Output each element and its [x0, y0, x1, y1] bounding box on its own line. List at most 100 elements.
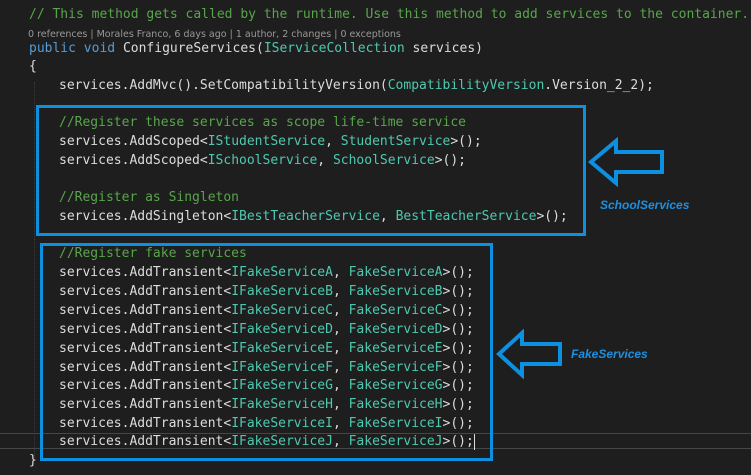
brace-close: } [29, 453, 37, 468]
text-caret [474, 434, 475, 450]
interface-type: IFakeServiceB [231, 284, 333, 299]
comment-text: //Register as Singleton [59, 190, 240, 205]
impl-type: FakeServiceF [348, 360, 443, 375]
separator: , [379, 209, 396, 224]
method-call: services.AddTransient< [59, 265, 232, 280]
code-line-addmvc: services.AddMvc().SetCompatibilityVersio… [59, 77, 654, 95]
code-line-singleton: services.AddSingleton<IBestTeacherServic… [59, 208, 568, 226]
comment-singleton: //Register as Singleton [59, 189, 239, 207]
code-line-transient-d: services.AddTransient<IFakeServiceD, Fak… [59, 321, 474, 339]
call-suffix: >(); [442, 341, 474, 356]
method-call: services.AddTransient< [59, 341, 232, 356]
call-suffix: >(); [442, 434, 474, 449]
param-name: services [412, 41, 476, 56]
separator: , [317, 153, 333, 168]
separator: , [332, 303, 349, 318]
method-call: services.AddTransient< [59, 284, 232, 299]
impl-type: FakeServiceB [348, 284, 443, 299]
impl-type: FakeServiceJ [348, 434, 443, 449]
code-line-transient-a: services.AddTransient<IFakeServiceA, Fak… [59, 264, 474, 282]
method-signature: public void ConfigureServices(IServiceCo… [29, 40, 483, 58]
method-call: services.AddTransient< [59, 360, 232, 375]
impl-type: FakeServiceI [348, 416, 443, 431]
interface-type: IFakeServiceF [231, 360, 333, 375]
interface-type: IFakeServiceI [231, 416, 333, 431]
impl-type: FakeServiceD [348, 322, 443, 337]
separator: , [332, 322, 349, 337]
interface-type: IFakeServiceC [231, 303, 333, 318]
separator: , [332, 378, 349, 393]
code-line-transient-e: services.AddTransient<IFakeServiceE, Fak… [59, 340, 474, 358]
fake-services-label: FakeServices [571, 347, 648, 361]
separator: , [332, 416, 349, 431]
interface-type: ISchoolService [207, 153, 318, 168]
keyword-public: public [29, 41, 76, 56]
method-call: services.AddScoped< [59, 153, 208, 168]
separator: , [332, 397, 349, 412]
call-suffix: >(); [442, 378, 474, 393]
separator: , [332, 360, 349, 375]
method-call: services.AddScoped< [59, 134, 208, 149]
school-services-label: SchoolServices [600, 198, 690, 212]
brace-close-line: } [29, 452, 37, 470]
call-suffix: >(); [536, 209, 568, 224]
separator: , [332, 265, 349, 280]
call-suffix: >(); [442, 360, 474, 375]
compat-type: CompatibilityVersion [387, 78, 545, 93]
brace-open: { [29, 59, 37, 74]
impl-type: FakeServiceC [348, 303, 443, 318]
impl-type: StudentService [340, 134, 451, 149]
call-suffix: >(); [450, 134, 482, 149]
keyword-void: void [83, 41, 116, 56]
code-line-transient-b: services.AddTransient<IFakeServiceB, Fak… [59, 283, 474, 301]
fake-services-box [40, 243, 493, 461]
code-line-scoped-student: services.AddScoped<IStudentService, Stud… [59, 133, 482, 151]
impl-type: BestTeacherService [395, 209, 537, 224]
code-line-transient-j[interactable]: services.AddTransient<IFakeServiceJ, Fak… [59, 433, 474, 451]
call-suffix: >(); [442, 416, 474, 431]
separator: , [325, 134, 341, 149]
interface-type: IStudentService [207, 134, 326, 149]
left-arrow-icon [496, 329, 562, 379]
call-suffix: >(); [442, 284, 474, 299]
separator: , [332, 341, 349, 356]
interface-type: IFakeServiceE [231, 341, 333, 356]
comment-text: //Register fake services [59, 246, 247, 261]
impl-type: FakeServiceG [348, 378, 443, 393]
impl-type: FakeServiceA [348, 265, 443, 280]
param-type: IServiceCollection [263, 41, 405, 56]
call-suffix: >(); [434, 153, 467, 168]
call-suffix: >(); [442, 303, 474, 318]
codelens-info[interactable]: 0 references | Morales Franco, 6 days ag… [28, 29, 401, 40]
code-line-transient-g: services.AddTransient<IFakeServiceG, Fak… [59, 377, 474, 395]
addmvc-call: services.AddMvc().SetCompatibilityVersio… [59, 78, 388, 93]
school-services-box [36, 105, 586, 236]
method-call: services.AddTransient< [59, 378, 232, 393]
comment-fake: //Register fake services [59, 245, 247, 263]
compat-version: .Version_2_2); [544, 78, 654, 93]
current-line-highlight [0, 433, 751, 449]
code-line-transient-c: services.AddTransient<IFakeServiceC, Fak… [59, 302, 474, 320]
code-line-scoped-school: services.AddScoped<ISchoolService, Schoo… [59, 152, 466, 170]
method-call: services.AddTransient< [59, 434, 232, 449]
code-line-transient-h: services.AddTransient<IFakeServiceH, Fak… [59, 396, 474, 414]
code-line-transient-i: services.AddTransient<IFakeServiceI, Fak… [59, 415, 474, 433]
indent-guide [34, 82, 35, 458]
separator: , [332, 284, 349, 299]
interface-type: IFakeServiceJ [231, 434, 333, 449]
brace-open-line: { [29, 58, 37, 76]
method-call: services.AddTransient< [59, 303, 232, 318]
comment-method-summary: // This method gets called by the runtim… [29, 6, 749, 24]
separator: , [332, 434, 349, 449]
method-call: services.AddSingleton< [59, 209, 232, 224]
impl-type: SchoolService [332, 153, 435, 168]
method-call: services.AddTransient< [59, 416, 232, 431]
paren-open: ( [256, 41, 264, 56]
comment-text: // This method gets called by the runtim… [29, 7, 750, 22]
impl-type: FakeServiceH [348, 397, 443, 412]
call-suffix: >(); [442, 322, 474, 337]
interface-type: IFakeServiceG [231, 378, 333, 393]
impl-type: FakeServiceE [348, 341, 443, 356]
interface-type: IFakeServiceA [231, 265, 333, 280]
call-suffix: >(); [442, 265, 474, 280]
